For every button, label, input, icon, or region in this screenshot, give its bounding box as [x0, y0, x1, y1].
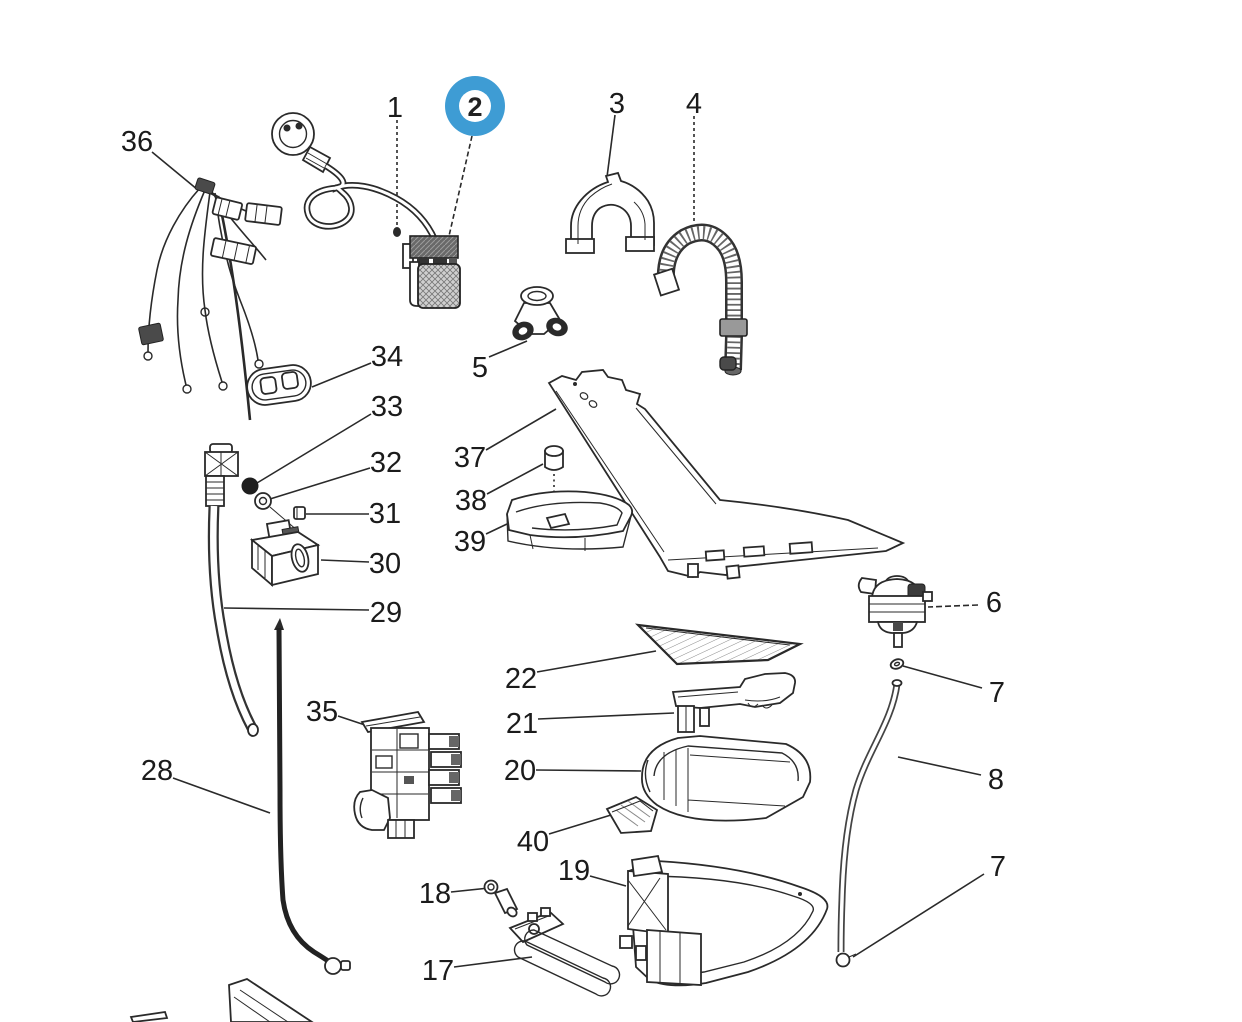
part-label-29: 29 [370, 597, 402, 629]
leader-line-30 [320, 559, 370, 563]
part-8-pressure-tube [837, 679, 903, 953]
part-40-flap [605, 795, 659, 834]
leader-line-18 [450, 887, 490, 893]
leader-line-6 [927, 604, 979, 608]
part-label-5: 5 [472, 352, 488, 384]
part-label-6: 6 [986, 587, 1002, 619]
part-35-valve-assembly [353, 711, 462, 839]
leader-line-21 [537, 712, 675, 720]
leader-line-34 [311, 362, 372, 388]
part-label-30: 30 [369, 548, 401, 580]
part-label-22: 22 [505, 663, 537, 695]
part-label-20: 20 [504, 755, 536, 787]
leader-line-39 [485, 523, 508, 535]
part-19-dispenser-housing [619, 854, 829, 987]
leader-line-40 [548, 814, 612, 835]
leader-line-29 [223, 607, 370, 611]
leader-line-19 [589, 875, 627, 887]
highlight-part-2[interactable]: 2 [445, 76, 505, 136]
part-label-37: 37 [454, 442, 486, 474]
part-4-drain-hose [652, 223, 748, 376]
part-37-top-panel [547, 356, 906, 580]
leader-line-38 [486, 463, 544, 495]
leader-line-33 [256, 413, 372, 484]
part-label-8: 8 [988, 764, 1004, 796]
leader-line-7b [852, 873, 985, 958]
part-label-18: 18 [419, 878, 451, 910]
leader-line-37 [485, 408, 557, 451]
leader-line-22 [536, 650, 657, 673]
part-label-32: 32 [370, 447, 402, 479]
part-30-door-lock [249, 519, 321, 587]
part-label-7-lower: 7 [990, 851, 1006, 883]
part-label-31: 31 [369, 498, 401, 530]
part-6-pressure-chamber [857, 575, 933, 648]
part-label-4: 4 [686, 88, 702, 120]
leader-line-2 [448, 135, 473, 237]
highlight-ring-center [459, 90, 491, 122]
part-label-17: 17 [422, 955, 454, 987]
part-label-28: 28 [141, 755, 173, 787]
part-21-siphon [671, 672, 796, 733]
leader-line-8 [897, 756, 982, 776]
part-32-ring [254, 492, 272, 510]
part-label-1: 1 [387, 92, 403, 124]
part-18-sensor [483, 879, 519, 918]
leader-line-32 [269, 467, 371, 500]
part-28-rod [274, 618, 351, 975]
part-39-soap-tray [506, 490, 634, 551]
leader-tip-1 [393, 227, 401, 237]
part-label-35: 35 [306, 696, 338, 728]
part-label-7-upper: 7 [989, 677, 1005, 709]
leader-line-3 [606, 114, 616, 178]
leader-line-28 [172, 777, 271, 814]
partial-panel-bottom-left [129, 978, 314, 1022]
part-label-33: 33 [371, 391, 403, 423]
part-36-wiring-harness [138, 177, 283, 421]
part-34-grommet [246, 364, 312, 406]
leader-line-17 [453, 956, 533, 968]
part-label-39: 39 [454, 526, 486, 558]
part-31-clip [293, 506, 306, 520]
part-label-40: 40 [517, 826, 549, 858]
part-label-2: 2 [467, 92, 482, 122]
part-29-inlet-hose [204, 443, 259, 737]
leader-line-36 [151, 151, 199, 191]
part-7-clip-upper [889, 658, 905, 670]
part-2-mains-filter [402, 235, 461, 309]
part-22-lid [634, 623, 804, 666]
part-label-3: 3 [609, 88, 625, 120]
leader-line-5 [488, 340, 528, 358]
part-20-detergent-drawer [641, 735, 812, 822]
part-5-y-connector [512, 286, 568, 341]
part-1-power-cord [271, 112, 438, 242]
part-38-cap [544, 445, 564, 471]
leader-line-7a [902, 665, 983, 689]
part-label-38: 38 [455, 485, 487, 517]
leader-lines [151, 114, 985, 968]
part-label-21: 21 [506, 708, 538, 740]
part-label-19: 19 [558, 855, 590, 887]
part-label-34: 34 [371, 341, 403, 373]
part-label-36: 36 [121, 126, 153, 158]
part-7-grommet-lower [835, 952, 857, 968]
part-17-heating-element [508, 907, 621, 997]
part-3-hose-guide [565, 171, 655, 254]
part-33-seal-ball [241, 477, 259, 495]
leader-line-20 [535, 769, 642, 772]
